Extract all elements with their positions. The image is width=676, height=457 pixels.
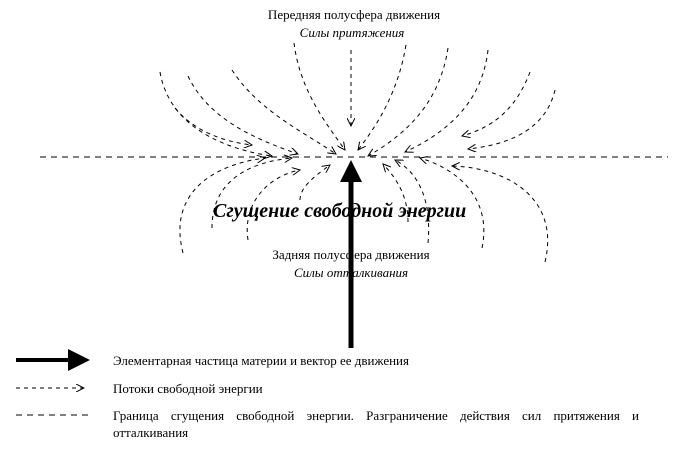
front-energy-flows <box>159 42 556 156</box>
energy-flow-arrow <box>405 49 489 152</box>
energy-flow-arrow <box>383 164 409 223</box>
energy-flow-arrow <box>231 69 336 154</box>
energy-flow-arrow <box>420 158 485 249</box>
energy-flow-arrow <box>179 158 265 254</box>
energy-flow-arrow <box>246 170 300 241</box>
front-hemisphere-title: Передняя полусфера движения <box>267 7 441 22</box>
legend-boundary-text: Граница сгущения свободной энергии. Разг… <box>113 408 639 440</box>
energy-flow-arrow <box>293 42 345 150</box>
energy-flow-arrow <box>368 47 449 156</box>
rear-hemisphere-title: Задняя полусфера движения <box>272 247 430 262</box>
energy-flow-arrow <box>468 89 556 149</box>
energy-flow-arrow <box>211 158 292 229</box>
legend-particle-text: Элементарная частица материи и вектор ее… <box>113 353 409 368</box>
energy-flow-arrow <box>358 44 407 150</box>
energy-flow-arrow <box>187 75 298 154</box>
energy-flow-arrow <box>159 71 272 156</box>
legend-energy-flow-text: Потоки свободной энергии <box>113 381 263 396</box>
rear-energy-flows <box>179 158 549 263</box>
energy-flow-arrow <box>174 107 252 145</box>
energy-condensation-label: Сгущение свободной энергии <box>213 200 467 222</box>
energy-flow-arrow <box>452 166 549 263</box>
repulsion-forces-label: Силы отталкивания <box>293 265 409 280</box>
energy-flow-arrow <box>299 165 330 201</box>
energy-flow-arrow <box>462 71 531 136</box>
attraction-forces-label: Силы притяжения <box>299 25 405 40</box>
